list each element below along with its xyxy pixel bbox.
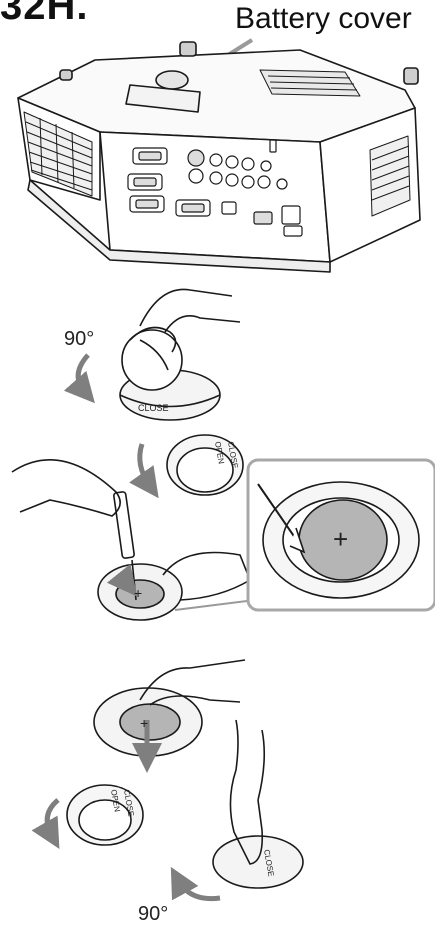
step4-angle-label: 90° [138, 903, 168, 925]
step1-illustration [78, 289, 240, 420]
step3-illustration [94, 660, 245, 758]
step4-dial-illustration [178, 720, 303, 899]
projector-illustration [18, 40, 420, 272]
step1-dial-text: CLOSE [138, 403, 169, 413]
step2-battery-symbol: + [134, 585, 142, 601]
step1-angle-label: 90° [64, 328, 94, 350]
step3-battery-symbol: + [140, 715, 148, 731]
zoom-inset-battery-symbol: + [333, 524, 348, 554]
